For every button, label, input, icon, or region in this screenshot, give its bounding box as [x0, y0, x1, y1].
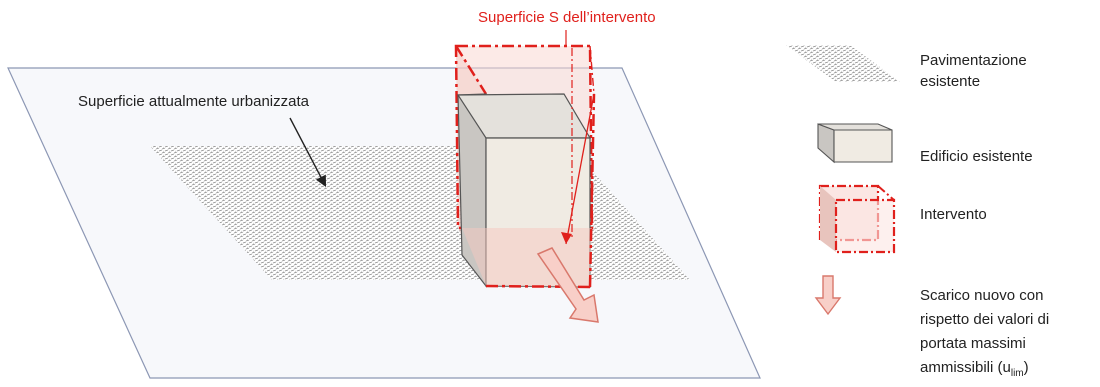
legend-discharge-line4: ammissibili (ulim)	[920, 359, 1029, 379]
legend-discharge-line3: portata massimi	[920, 335, 1026, 352]
legend-discharge-line2: rispetto dei valori di	[920, 311, 1049, 328]
grey-box-icon	[817, 123, 893, 164]
legend-intervention-label: Intervento	[920, 206, 987, 223]
legend-building-label: Edificio esistente	[920, 148, 1033, 165]
pink-down-arrow-icon	[814, 275, 842, 316]
urbanized-area-pointer	[289, 117, 327, 187]
intervention-area-label: Superficie S dell’intervento	[478, 9, 656, 26]
legend-paving-line1: Pavimentazione	[920, 52, 1027, 69]
discharge-arrow	[536, 247, 599, 323]
red-dashed-box-icon	[818, 184, 896, 254]
legend-paving-line2: esistente	[920, 73, 980, 90]
hatched-paving-icon	[786, 45, 900, 82]
urbanized-area-label: Superficie attualmente urbanizzata	[78, 93, 310, 110]
legend-discharge-line1: Scarico nuovo con	[920, 287, 1043, 304]
